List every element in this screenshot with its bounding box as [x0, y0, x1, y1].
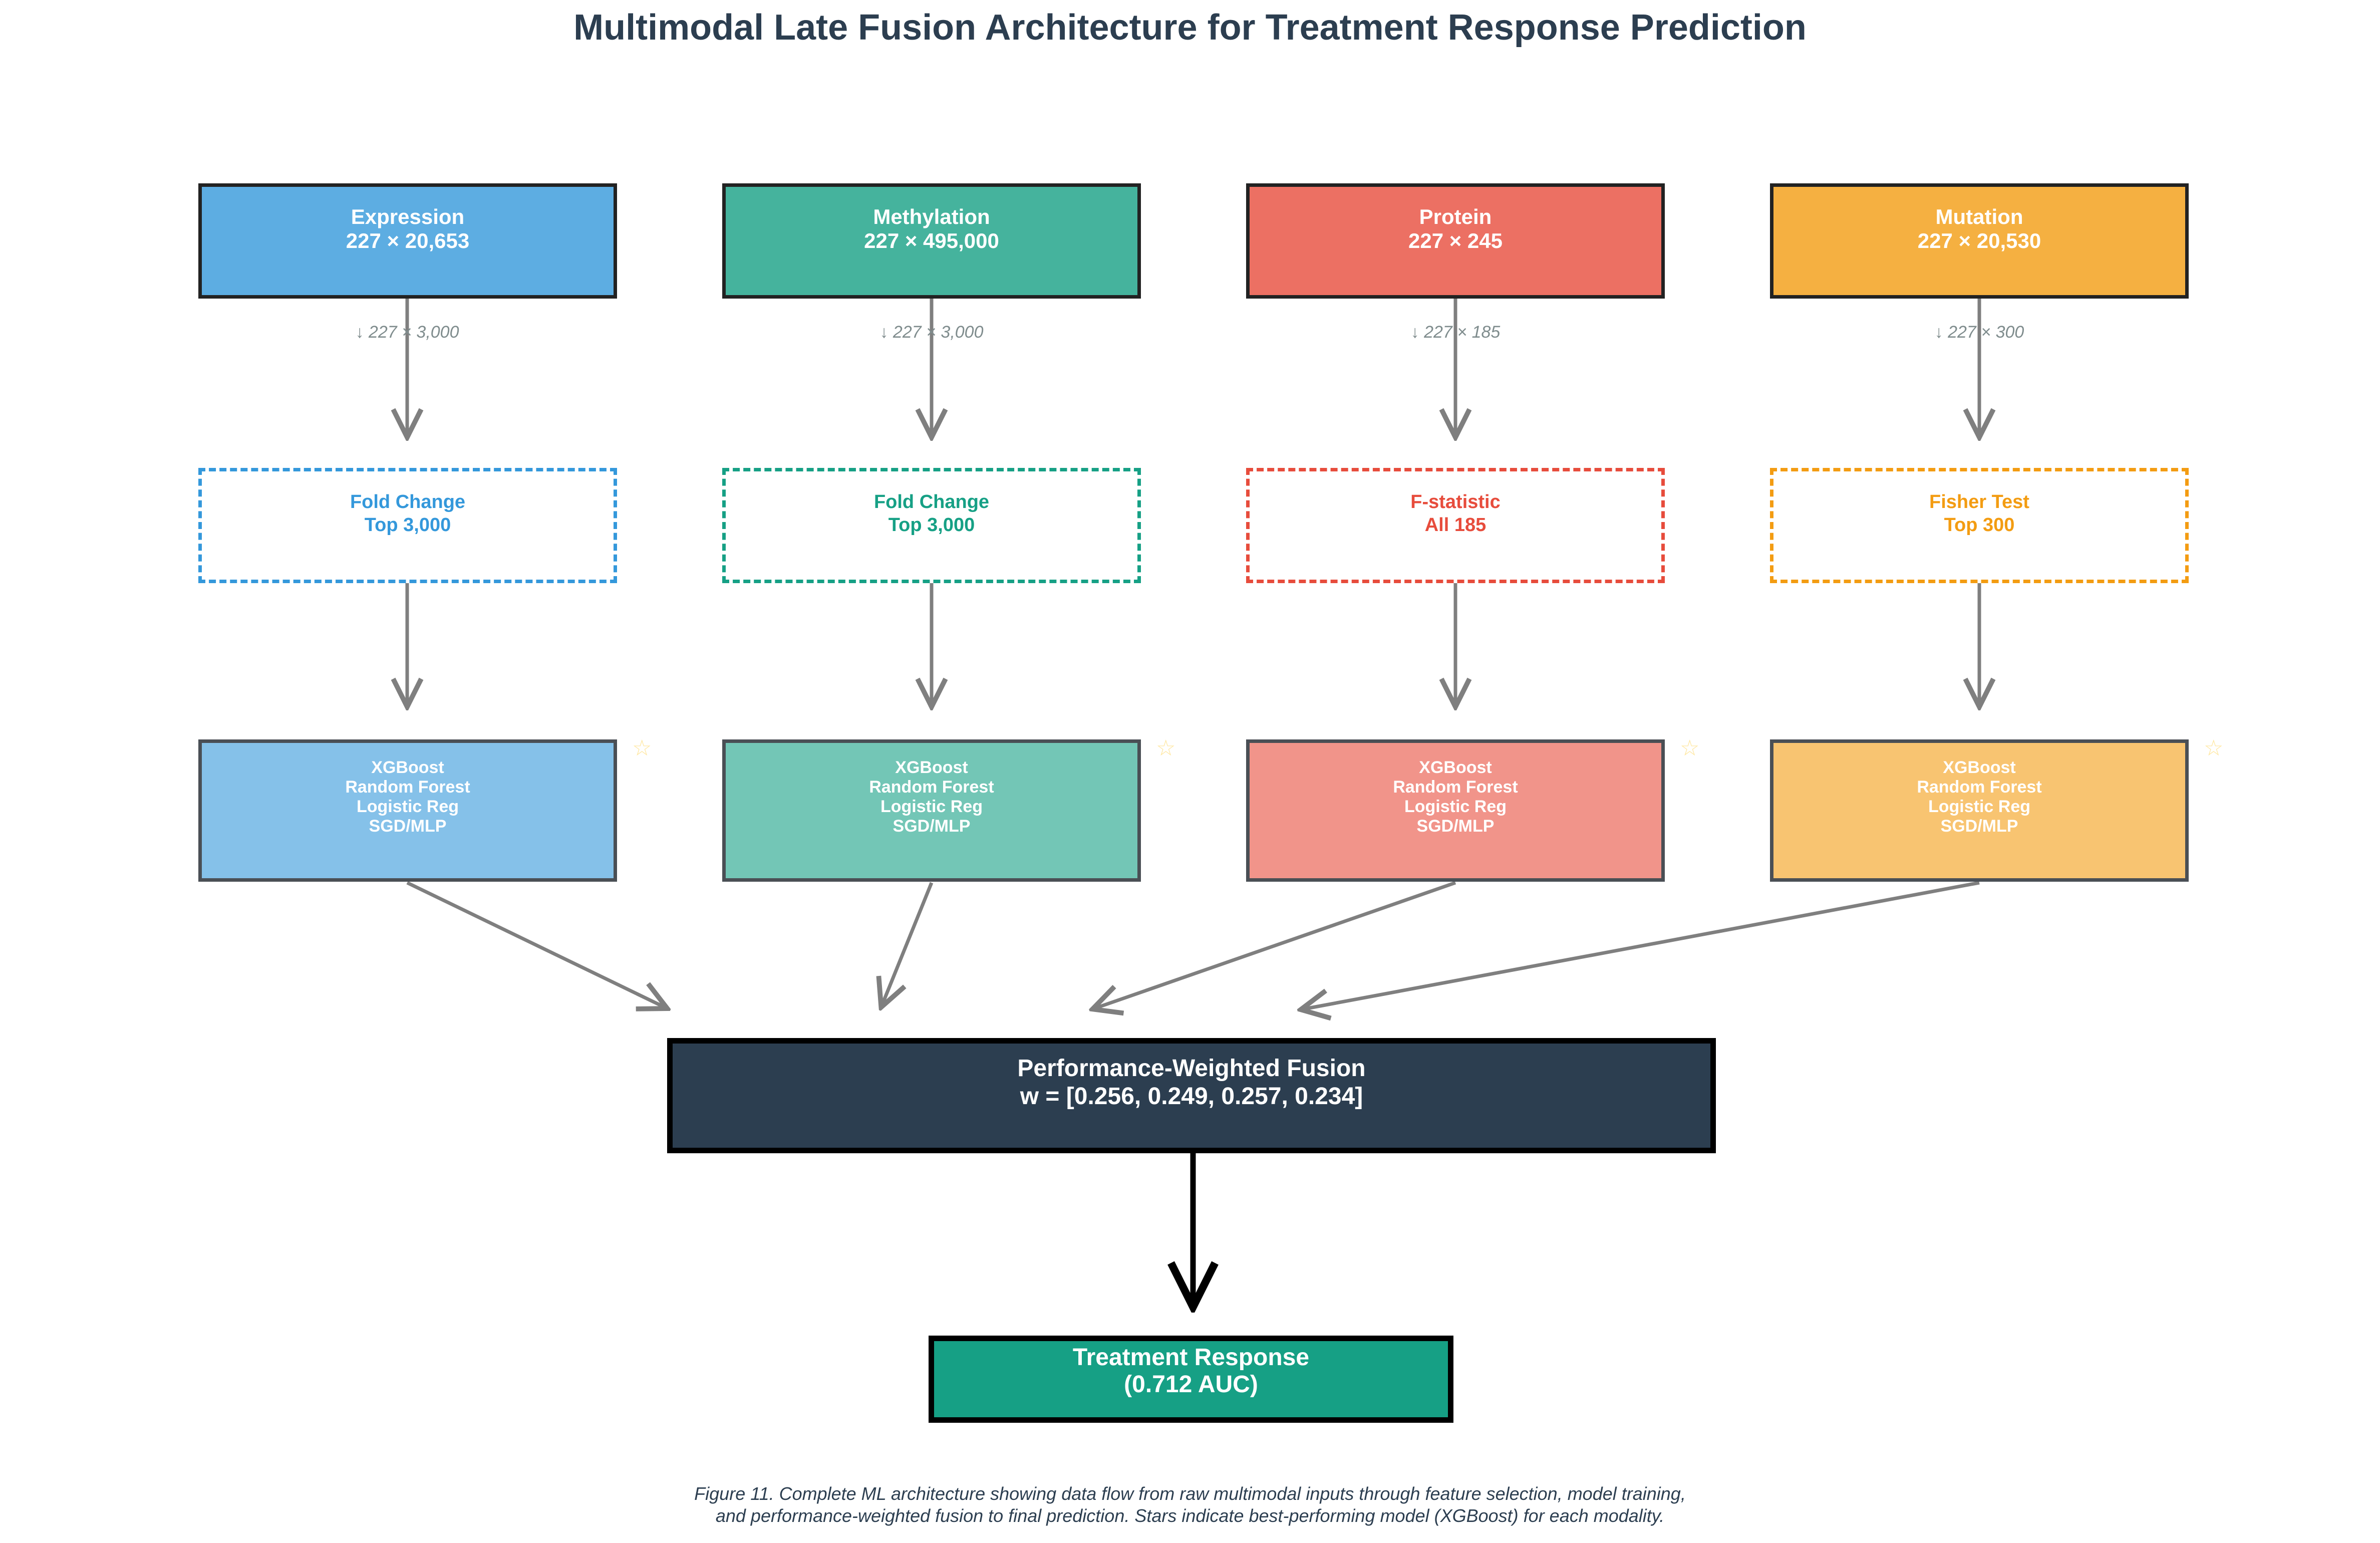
models-box-mutation: XGBoost Random Forest Logistic Reg SGD/M… — [1770, 739, 2189, 882]
reduced-shape-label: ↓ 227 × 3,000 — [355, 323, 459, 342]
modality-shape: 227 × 495,000 — [864, 229, 999, 252]
model-sgd-mlp: SGD/MLP — [1416, 817, 1495, 836]
selection-box-methylation: Fold Change Top 3,000 — [722, 468, 1141, 583]
caption-line-1: Figure 11. Complete ML architecture show… — [694, 1483, 1686, 1504]
model-logistic-reg: Logistic Reg — [356, 797, 459, 816]
star-icon: ☆ — [1680, 736, 1700, 760]
diagram-title: Multimodal Late Fusion Architecture for … — [573, 8, 1807, 48]
source-box-protein: Protein 227 × 245 — [1246, 183, 1665, 299]
fusion-weights: w = [0.256, 0.249, 0.257, 0.234] — [1020, 1083, 1363, 1110]
models-box-methylation: XGBoost Random Forest Logistic Reg SGD/M… — [722, 739, 1141, 882]
model-xgboost: XGBoost — [1943, 758, 2016, 777]
models-box-protein: XGBoost Random Forest Logistic Reg SGD/M… — [1246, 739, 1665, 882]
selection-count: Top 3,000 — [888, 515, 975, 536]
selection-box-protein: F-statistic All 185 — [1246, 468, 1665, 583]
model-sgd-mlp: SGD/MLP — [1940, 817, 2018, 836]
star-icon: ☆ — [1156, 736, 1176, 760]
modality-name: Protein — [1419, 205, 1492, 228]
arrow-methylation-models-to-fusion — [882, 882, 934, 1004]
modality-shape: 227 × 20,530 — [1917, 229, 2041, 252]
model-sgd-mlp: SGD/MLP — [892, 817, 971, 836]
model-logistic-reg: Logistic Reg — [880, 797, 983, 816]
model-logistic-reg: Logistic Reg — [1404, 797, 1507, 816]
caption-line-2: and performance-weighted fusion to final… — [715, 1505, 1665, 1526]
treatment-response-box: Treatment Response (0.712 AUC) — [929, 1336, 1453, 1423]
response-label: Treatment Response — [1072, 1344, 1310, 1371]
model-random-forest: Random Forest — [1393, 778, 1518, 797]
modality-name: Methylation — [873, 205, 990, 228]
star-icon: ☆ — [2204, 736, 2224, 760]
arrow-mutation-models-to-fusion — [1304, 881, 1980, 1009]
modality-shape: 227 × 245 — [1408, 229, 1503, 252]
models-box-expression: XGBoost Random Forest Logistic Reg SGD/M… — [198, 739, 617, 882]
fusion-box: Performance-Weighted Fusion w = [0.256, … — [667, 1038, 1716, 1153]
selection-method: Fisher Test — [1929, 491, 2029, 512]
model-random-forest: Random Forest — [345, 778, 470, 797]
selection-count: Top 3,000 — [364, 515, 451, 536]
source-box-expression: Expression 227 × 20,653 — [198, 183, 617, 299]
model-xgboost: XGBoost — [371, 758, 444, 777]
selection-box-expression: Fold Change Top 3,000 — [198, 468, 617, 583]
model-random-forest: Random Forest — [869, 778, 994, 797]
model-sgd-mlp: SGD/MLP — [369, 817, 447, 836]
model-logistic-reg: Logistic Reg — [1928, 797, 2031, 816]
star-icon: ☆ — [632, 736, 652, 760]
model-random-forest: Random Forest — [1917, 778, 2042, 797]
model-xgboost: XGBoost — [895, 758, 968, 777]
selection-count: Top 300 — [1944, 515, 2015, 536]
arrow-protein-models-to-fusion — [1096, 881, 1456, 1008]
reduced-shape-label: ↓ 227 × 300 — [1934, 323, 2024, 342]
model-xgboost: XGBoost — [1419, 758, 1492, 777]
selection-method: Fold Change — [350, 491, 466, 512]
modality-name: Mutation — [1935, 205, 2023, 228]
selection-method: F-statistic — [1410, 491, 1501, 512]
modality-shape: 227 × 20,653 — [346, 229, 470, 252]
fusion-label: Performance-Weighted Fusion — [1017, 1055, 1366, 1082]
selection-method: Fold Change — [873, 491, 990, 512]
arrow-expression-models-to-fusion — [406, 881, 664, 1007]
selection-box-mutation: Fisher Test Top 300 — [1770, 468, 2189, 583]
reduced-shape-label: ↓ 227 × 3,000 — [879, 323, 984, 342]
response-auc: (0.712 AUC) — [1124, 1371, 1258, 1398]
selection-count: All 185 — [1424, 515, 1486, 536]
figure-caption: Figure 11. Complete ML architecture show… — [0, 1483, 2380, 1527]
source-box-methylation: Methylation 227 × 495,000 — [722, 183, 1141, 299]
source-box-mutation: Mutation 227 × 20,530 — [1770, 183, 2189, 299]
modality-name: Expression — [351, 205, 465, 228]
reduced-shape-label: ↓ 227 × 185 — [1410, 323, 1501, 342]
